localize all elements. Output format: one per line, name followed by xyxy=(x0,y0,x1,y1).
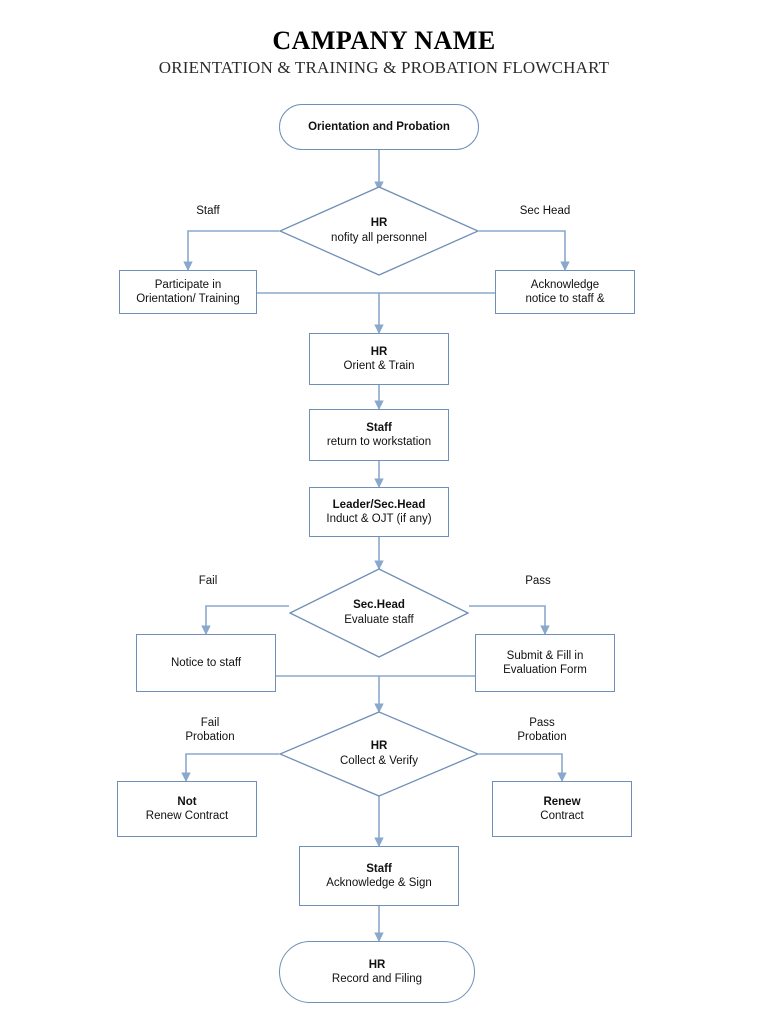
edge-label-fail-probation-line1: Fail xyxy=(200,717,220,729)
node-record-filing-line2: Record and Filing xyxy=(331,973,423,985)
node-submit-form-line1: Submit & Fill in xyxy=(506,649,584,662)
node-decision-collect-line1: HR xyxy=(370,740,388,753)
node-decision-collect[interactable]: HR Collect & Verify xyxy=(279,711,479,797)
node-acknowledge-sign-line2: Acknowledge & Sign xyxy=(326,877,432,889)
node-decision-evaluate-text: Sec.Head Evaluate staff xyxy=(289,568,469,658)
node-acknowledge-notice-line2: notice to staff & xyxy=(525,293,605,305)
node-renew[interactable]: Renew Contract xyxy=(492,781,632,837)
edge-label-fail-probation: Fail Probation xyxy=(168,716,252,745)
node-participate-line2: Orientation/ Training xyxy=(136,293,240,305)
edge-label-sec-head-line1: Sec Head xyxy=(519,205,571,217)
node-return-workstation-line2: return to workstation xyxy=(326,436,432,448)
node-renew-line1: Renew xyxy=(543,795,581,808)
node-decision-evaluate-line2: Evaluate staff xyxy=(344,614,414,626)
edge-label-staff: Staff xyxy=(168,204,248,218)
node-participate-line1: Participate in xyxy=(154,278,222,291)
node-induct-ojt[interactable]: Leader/Sec.Head Induct & OJT (if any) xyxy=(309,487,449,537)
diamond-shape-collect xyxy=(279,711,479,797)
node-decision-notify-line2: nofity all personnel xyxy=(331,232,427,244)
edge-evaluate-to-notice xyxy=(201,605,289,635)
edge-label-pass-probation: Pass Probation xyxy=(500,716,584,745)
edge-label-fail: Fail xyxy=(178,574,238,588)
node-decision-notify-line1: HR xyxy=(370,217,388,230)
node-record-filing[interactable]: HR Record and Filing xyxy=(279,941,475,1003)
node-decision-collect-text: HR Collect & Verify xyxy=(279,711,479,797)
edge-evaluate-to-submit xyxy=(469,605,550,635)
edge-label-fail-line1: Fail xyxy=(198,575,218,587)
node-decision-notify[interactable]: HR nofity all personnel xyxy=(279,186,479,276)
page-title: CAMPANY NAME xyxy=(272,26,496,55)
edge-label-pass-probation-line1: Pass xyxy=(529,717,555,729)
node-notice-to-staff[interactable]: Notice to staff xyxy=(136,634,276,692)
node-acknowledge-notice-line1: Acknowledge xyxy=(530,278,600,291)
edge-collect-to-not-renew xyxy=(181,753,279,782)
node-participate[interactable]: Participate in Orientation/ Training xyxy=(119,270,257,314)
node-induct-ojt-line2: Induct & OJT (if any) xyxy=(326,513,432,525)
node-orient-train-line2: Orient & Train xyxy=(343,360,415,372)
node-orient-train[interactable]: HR Orient & Train xyxy=(309,333,449,385)
node-decision-notify-text: HR nofity all personnel xyxy=(279,186,479,276)
edge-label-staff-line1: Staff xyxy=(196,205,220,217)
edge-label-sec-head: Sec Head xyxy=(500,204,590,218)
node-not-renew[interactable]: Not Renew Contract xyxy=(117,781,257,837)
node-return-workstation-line1: Staff xyxy=(366,421,392,434)
edge-collect-to-renew xyxy=(479,753,567,782)
node-start[interactable]: Orientation and Probation xyxy=(279,104,479,150)
diamond-shape-evaluate xyxy=(289,568,469,658)
edge-label-pass: Pass xyxy=(508,574,568,588)
node-start-line1: Orientation and Probation xyxy=(308,120,450,133)
node-decision-collect-line2: Collect & Verify xyxy=(340,755,418,767)
node-orient-train-line1: HR xyxy=(370,345,388,358)
edge-label-pass-probation-line2: Probation xyxy=(517,731,567,744)
diamond-shape-notify xyxy=(279,186,479,276)
node-not-renew-line2: Renew Contract xyxy=(145,810,229,822)
node-decision-evaluate-line1: Sec.Head xyxy=(353,599,405,612)
node-induct-ojt-line1: Leader/Sec.Head xyxy=(332,498,426,511)
edge-notify-to-participate xyxy=(183,230,279,271)
node-record-filing-line1: HR xyxy=(368,958,386,971)
edge-label-fail-probation-line2: Probation xyxy=(185,731,235,744)
node-not-renew-line1: Not xyxy=(177,795,197,808)
edge-label-pass-line1: Pass xyxy=(525,575,551,587)
node-return-workstation[interactable]: Staff return to workstation xyxy=(309,409,449,461)
node-decision-evaluate[interactable]: Sec.Head Evaluate staff xyxy=(289,568,469,658)
node-notice-to-staff-line1: Notice to staff xyxy=(170,656,242,669)
node-submit-form[interactable]: Submit & Fill in Evaluation Form xyxy=(475,634,615,692)
page-subtitle: ORIENTATION & TRAINING & PROBATION FLOWC… xyxy=(158,58,610,77)
node-submit-form-line2: Evaluation Form xyxy=(503,664,587,676)
node-acknowledge-notice[interactable]: Acknowledge notice to staff & xyxy=(495,270,635,314)
node-acknowledge-sign-line1: Staff xyxy=(366,862,392,875)
node-acknowledge-sign[interactable]: Staff Acknowledge & Sign xyxy=(299,846,459,906)
edge-notify-to-acknowledge xyxy=(479,230,570,271)
node-renew-line2: Contract xyxy=(540,810,584,822)
